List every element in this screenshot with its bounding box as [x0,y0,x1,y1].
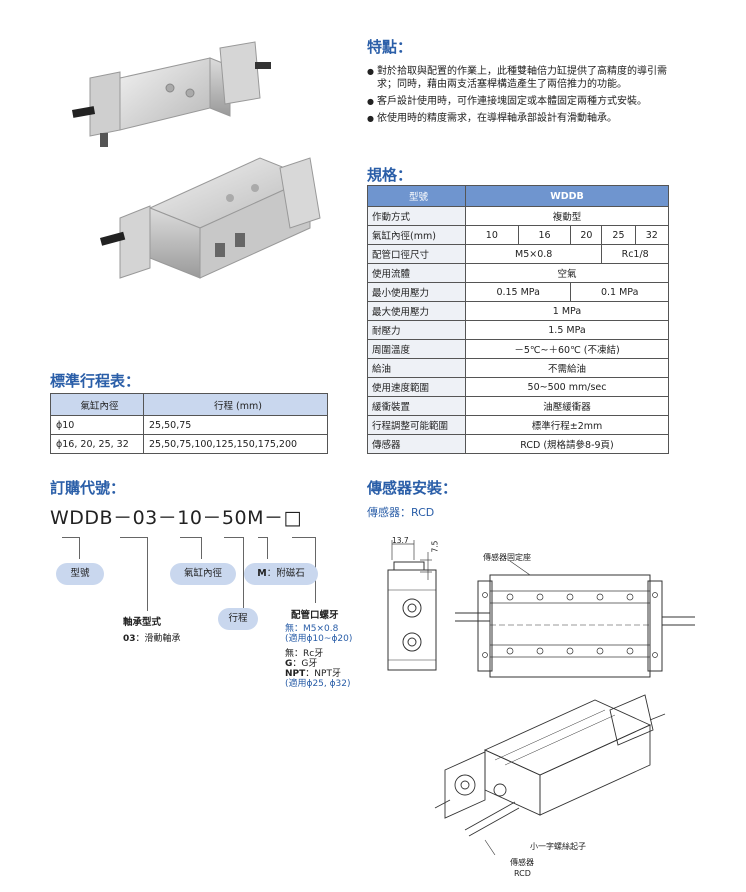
feature-item: 依使用時的精度需求，在導桿軸承部設計有滑動軸承。 [367,112,679,125]
feature-item: 對於拾取與配置的作業上，此種雙軸倍力缸提供了高精度的導引需求；同時，藉由兩支活塞… [367,65,679,91]
sensor-model-label: RCD [514,869,531,878]
order-port-title: 配管口螺牙 [291,610,339,621]
stroke-table-title: 標準行程表： [50,372,141,390]
end-view-drawing [387,540,437,671]
top-view-drawing [455,560,695,678]
order-bearing-option: 03：滑動軸承 [123,634,181,644]
cylinder-top-view [72,41,271,147]
table-row: 作動方式複動型 [367,206,669,226]
features-title: 特點： [367,38,413,56]
order-bore-label: 氣缸內徑 [170,563,236,585]
table-row: 緩衝裝置油壓緩衝器 [367,396,669,416]
order-bearing-title: 軸承型式 [123,617,162,628]
table-row: 給油不需給油 [367,358,669,378]
table-row: 行程調整可能範圍標準行程±2mm [367,415,669,435]
spec-table: 型號 WDDB 作動方式複動型 氣缸內徑(mm) 10 16 20 25 32 … [367,185,670,454]
stroke-col-stroke: 行程 (mm) [143,393,328,416]
table-row: 氣缸內徑(mm) 10 16 20 25 32 [367,225,670,245]
dim-7-5: 7.5 [430,540,440,553]
features-list: 對於拾取與配置的作業上，此種雙軸倍力缸提供了高精度的導引需求；同時，藉由兩支活塞… [367,65,679,129]
dim-13-7: 13.7 [392,536,409,545]
sensor-subtitle: 傳感器：RCD [367,506,435,519]
order-model-label: 型號 [56,563,104,585]
stroke-col-bore: 氣缸內徑 [50,393,144,416]
spec-header-model: WDDB [465,185,669,207]
spec-header-label: 型號 [367,185,466,207]
screwdriver-label: 小一字螺絲起子 [530,842,586,851]
order-magnet-label: M：附磁石 [244,563,318,585]
order-stroke-label: 行程 [218,608,258,630]
specs-title: 規格： [367,166,413,184]
feature-item: 客戶設計使用時，可作連接塊固定或本體固定兩種方式安裝。 [367,95,679,108]
order-title: 訂購代號： [50,479,126,497]
order-code: WDDB－03－10－50M－□ [50,507,302,529]
sensor-bracket-label: 傳感器固定座 [483,553,531,562]
isometric-drawing [434,694,666,855]
cylinder-side-view [100,157,321,279]
product-photo [72,41,321,279]
table-row: 周圍溫度－5℃~＋60℃ (不凍結) [367,339,669,359]
sensor-title: 傳感器安裝： [367,479,458,497]
sensor-label: 傳感器 [510,858,534,867]
table-row: 使用流體空氣 [367,263,669,283]
